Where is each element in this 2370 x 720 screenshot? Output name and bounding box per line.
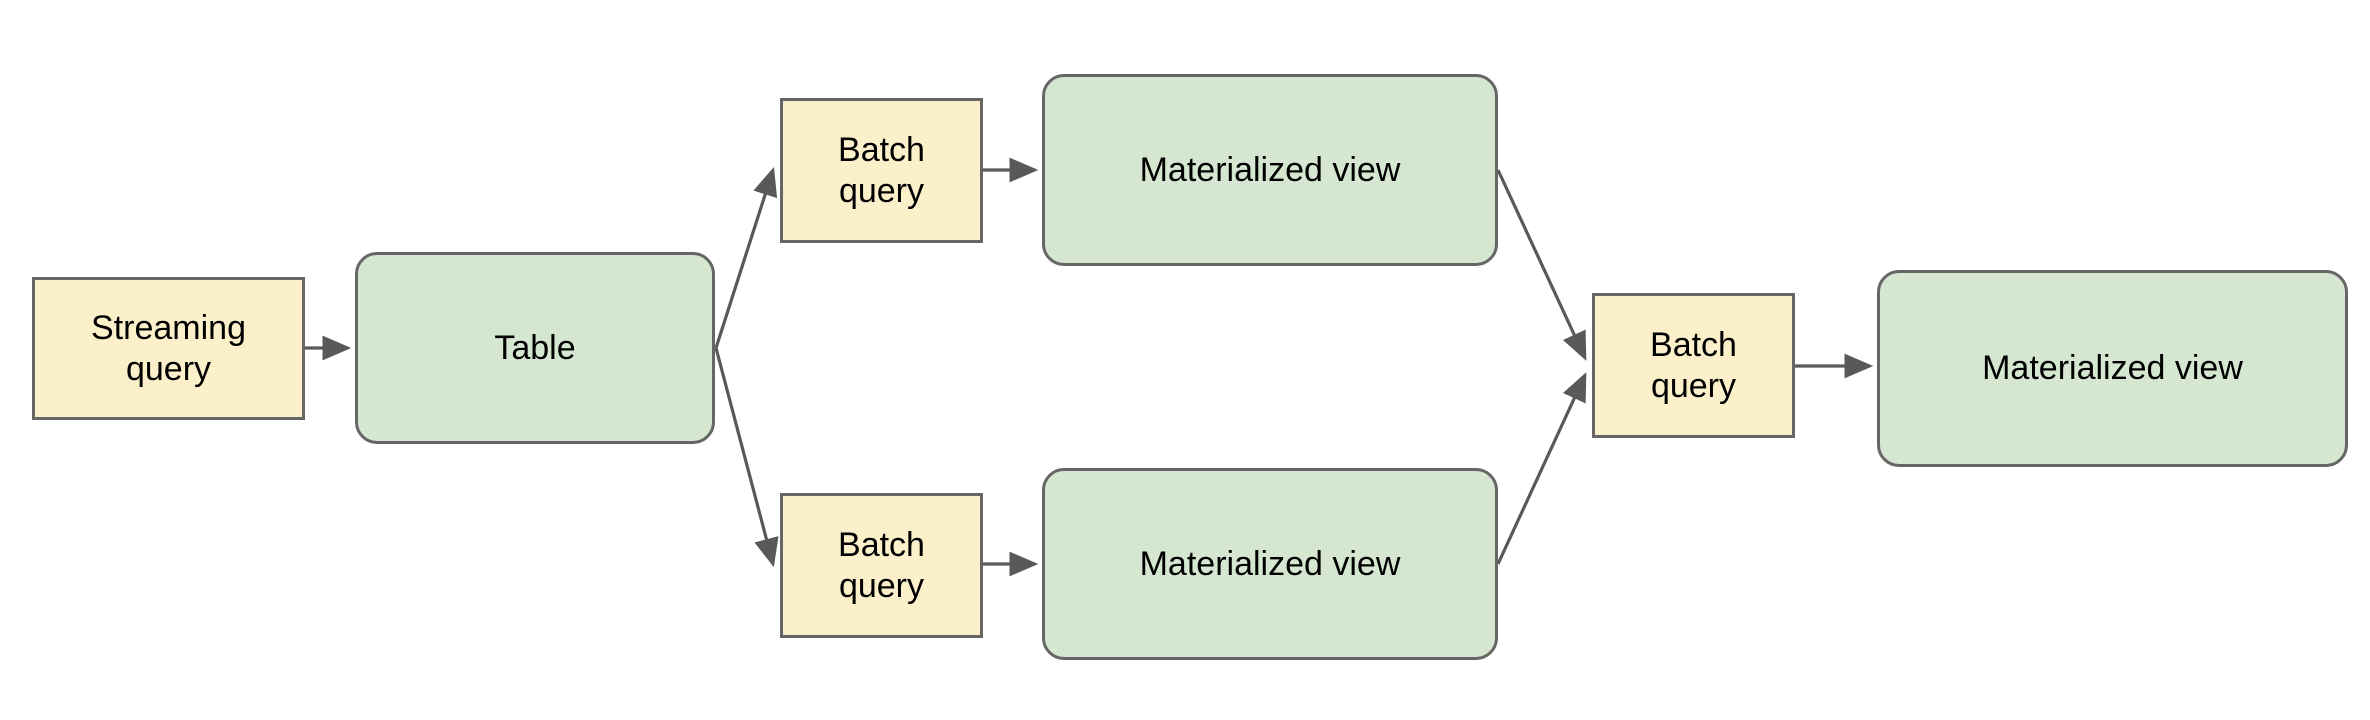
node-label: Table [494, 328, 576, 367]
node-batch-query-join[interactable]: Batch query [1592, 293, 1795, 438]
edge-table-to-batch-query-top [714, 166, 778, 349]
node-streaming-query[interactable]: Streaming query [32, 277, 305, 420]
node-materialized-view-final[interactable]: Materialized view [1877, 270, 2348, 467]
node-label: Batch query [838, 131, 925, 210]
node-materialized-view-bottom[interactable]: Materialized view [1042, 468, 1498, 660]
edge-materialized-view-top-to-batch-query-join [1496, 169, 1587, 361]
node-label: Batch query [838, 526, 925, 605]
edge-materialized-view-bottom-to-batch-query-join [1496, 372, 1587, 565]
node-label: Batch query [1650, 326, 1737, 405]
node-label: Materialized view [1139, 544, 1401, 583]
node-label: Streaming query [91, 309, 246, 388]
node-label: Materialized view [1139, 150, 1401, 189]
edge-table-to-batch-query-bottom [714, 347, 779, 568]
node-batch-query-top[interactable]: Batch query [780, 98, 983, 243]
node-materialized-view-top[interactable]: Materialized view [1042, 74, 1498, 266]
node-batch-query-bottom[interactable]: Batch query [780, 493, 983, 638]
node-label: Materialized view [1982, 349, 2243, 388]
node-table[interactable]: Table [355, 252, 715, 444]
